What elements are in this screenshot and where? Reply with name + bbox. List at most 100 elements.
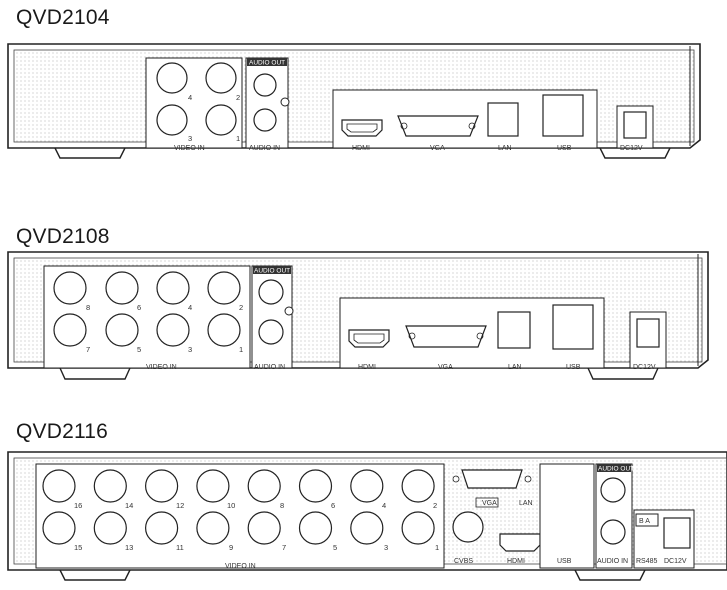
video-number: 16 (74, 501, 82, 510)
video-number: 8 (280, 501, 284, 510)
lan-label: LAN (519, 500, 533, 507)
usb-label: USB (566, 364, 581, 371)
bnc-cvbs (452, 511, 484, 543)
video-numbers: 16 14 12 10 8 6 4 2 15 13 11 9 7 5 3 1 (74, 501, 439, 552)
vga-label: VGA (482, 500, 497, 507)
video-number: 4 (382, 501, 386, 510)
video-number: 6 (331, 501, 335, 510)
dc-label: DC12V (620, 145, 643, 152)
rs485-label: RS485 (636, 558, 658, 565)
video-number: 4 (188, 93, 192, 102)
usb-block (539, 463, 595, 569)
video-number: 11 (176, 543, 184, 552)
vga-port (461, 469, 523, 489)
bnc-video-2 (205, 62, 237, 94)
cvbs-label: CVBS (454, 558, 473, 565)
video-in-label: VIDEO IN (225, 563, 256, 570)
video-number: 4 (188, 303, 192, 312)
ground-screw (280, 97, 290, 107)
foot-right (599, 147, 671, 159)
usb-port (552, 304, 594, 350)
audio-out-label: AUDIO OUT (598, 466, 634, 473)
bnc-video-3 (156, 104, 188, 136)
video-in-label: VIDEO IN (146, 364, 177, 371)
video-number: 3 (188, 345, 192, 354)
video-number: 13 (125, 543, 133, 552)
bnc-video-6 (105, 271, 139, 305)
bnc-video-5 (105, 313, 139, 347)
dc-jack (663, 517, 691, 549)
vga-label: VGA (430, 145, 445, 152)
lan-label: LAN (498, 145, 512, 152)
video-number: 10 (227, 501, 235, 510)
rca-audio-out (258, 279, 284, 305)
video-number: 3 (384, 543, 388, 552)
vga-port (405, 325, 487, 348)
bnc-video-2 (207, 271, 241, 305)
dvr-rear-panel-qvd2116: 16 14 12 10 8 6 4 2 15 13 11 9 7 5 3 1 V… (7, 451, 727, 581)
video-number: 2 (433, 501, 437, 510)
video-number: 5 (137, 345, 141, 354)
video-number: 7 (282, 543, 286, 552)
bnc-video-8 (247, 469, 281, 503)
bnc-video-7 (53, 313, 87, 347)
lan-port (497, 311, 531, 349)
rca-audio-in (258, 319, 284, 345)
hdmi-port (341, 119, 383, 137)
bnc-video-1 (205, 104, 237, 136)
video-number: 2 (236, 93, 240, 102)
bnc-video-6 (298, 469, 333, 503)
rca-audio-in (600, 519, 626, 545)
audio-in-label: AUDIO IN (597, 558, 628, 565)
foot-left (59, 569, 131, 581)
video-number: 2 (239, 303, 243, 312)
dc-label: DC12V (664, 558, 687, 565)
bnc-video-10 (196, 469, 230, 503)
video-number: 3 (188, 134, 192, 143)
bnc-connectors (42, 469, 435, 545)
usb-port (542, 94, 584, 137)
audio-in-label: AUDIO IN (249, 145, 280, 152)
foot-right (587, 367, 659, 380)
rca-audio-out (600, 477, 626, 503)
bnc-video-8 (53, 271, 87, 305)
hdmi-label: HDMI (358, 364, 376, 371)
hdmi-label: HDMI (507, 558, 525, 565)
bnc-video-15 (42, 511, 76, 545)
audio-in-label: AUDIO IN (254, 364, 285, 371)
hdmi-port (348, 329, 390, 348)
model-title-qvd2104: QVD2104 (16, 6, 110, 29)
video-number: 1 (236, 134, 240, 143)
hdmi-port (499, 533, 541, 552)
bnc-video-4 (350, 469, 384, 503)
bnc-video-2 (401, 469, 435, 503)
foot-left (59, 367, 131, 380)
dc-label: DC12V (633, 364, 656, 371)
bnc-video-3 (156, 313, 190, 347)
foot-right (574, 569, 646, 581)
dc-jack (636, 318, 660, 348)
lan-port (487, 102, 519, 137)
rca-audio-in (253, 108, 277, 132)
video-in-label: VIDEO IN (174, 145, 205, 152)
rca-audio-out (253, 73, 277, 97)
bnc-video-7 (247, 511, 281, 545)
audio-out-label: AUDIO OUT (249, 60, 285, 67)
dvr-rear-panel-qvd2104: 4 2 3 1 VIDEO IN AUDIO OUT AUDIO IN HDMI… (7, 43, 701, 159)
bnc-video-13 (93, 511, 127, 545)
video-number: 1 (239, 345, 243, 354)
bnc-video-14 (93, 469, 127, 503)
bnc-video-9 (196, 511, 230, 545)
video-number: 15 (74, 543, 82, 552)
bnc-video-4 (156, 62, 188, 94)
audio-out-label: AUDIO OUT (254, 268, 290, 275)
video-number: 1 (435, 543, 439, 552)
bnc-video-4 (156, 271, 190, 305)
video-number: 14 (125, 501, 133, 510)
vga-port (397, 115, 479, 137)
rs485-terminals-label: B A (639, 518, 650, 525)
video-number: 8 (86, 303, 90, 312)
hdmi-label: HDMI (352, 145, 370, 152)
video-number: 9 (229, 543, 233, 552)
lan-label: LAN (508, 364, 522, 371)
